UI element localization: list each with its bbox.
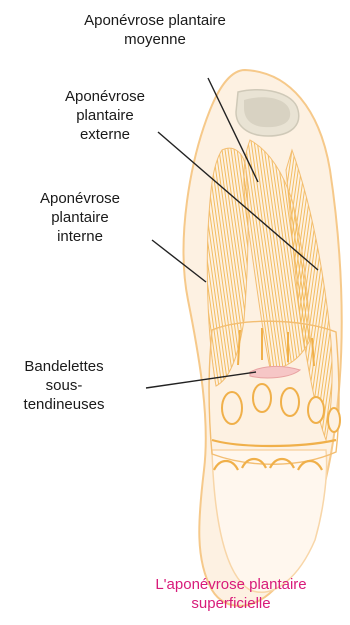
label-line: interne xyxy=(5,227,155,246)
label-line: Aponévrose plantaire xyxy=(40,11,270,30)
label-aponevrose-externe: Aponévrose plantaire externe xyxy=(30,87,180,144)
label-line: externe xyxy=(30,125,180,144)
metatarsal-head xyxy=(281,388,299,416)
metatarsal-head xyxy=(222,392,242,424)
figure-caption: L'aponévrose plantaire superficielle xyxy=(112,575,350,613)
label-line: sous- xyxy=(4,376,124,395)
label-line: Aponévrose xyxy=(30,87,180,106)
label-aponevrose-interne: Aponévrose plantaire interne xyxy=(5,189,155,246)
label-line: tendineuses xyxy=(4,395,124,414)
label-bandelettes: Bandelettes sous- tendineuses xyxy=(4,357,124,414)
label-line: Bandelettes xyxy=(4,357,124,376)
label-line: Aponévrose xyxy=(5,189,155,208)
caption-line: L'aponévrose plantaire xyxy=(112,575,350,594)
metatarsal-head xyxy=(328,408,340,432)
caption-line: superficielle xyxy=(112,594,350,613)
label-aponevrose-moyenne: Aponévrose plantaire moyenne xyxy=(40,11,270,49)
label-line: plantaire xyxy=(30,106,180,125)
metatarsal-head xyxy=(253,384,271,412)
label-line: plantaire xyxy=(5,208,155,227)
label-line: moyenne xyxy=(40,30,270,49)
metatarsal-head xyxy=(308,397,324,423)
